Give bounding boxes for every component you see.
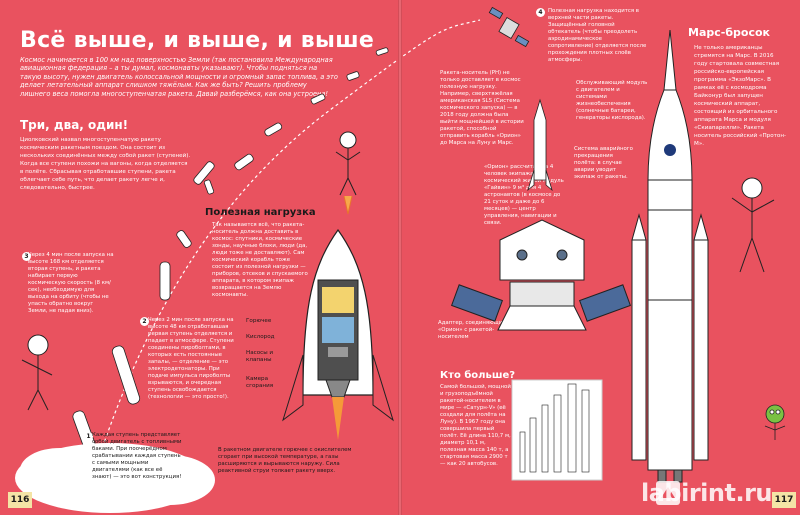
engine-caption: В ракетном двигателе горючее с окислител… xyxy=(218,447,352,474)
cutaway-rocket xyxy=(282,228,394,440)
mars-header: Марс-бросок xyxy=(688,26,770,39)
right-illustrations xyxy=(450,6,709,483)
jetpack-figure xyxy=(335,131,361,215)
book-gutter xyxy=(398,0,402,515)
label-chamber: Камера сгорания xyxy=(246,376,274,389)
satellite-icon xyxy=(488,6,530,48)
trajectory-illustration xyxy=(15,19,481,513)
intro-text: Космос начинается в 100 км над поверхнос… xyxy=(20,56,338,98)
rocket-stage-upper xyxy=(193,161,215,185)
page-title: Всё выше, и выше, и выше xyxy=(20,28,375,53)
section-title-countdown: Три, два, один! xyxy=(20,118,129,132)
escape-system-text: Система аварийного прекращения полёта: в… xyxy=(574,146,633,180)
astronaut-figure xyxy=(21,334,53,411)
who-title: Кто больше? xyxy=(440,370,516,381)
mars-stick-figure xyxy=(731,177,775,273)
small-rocket xyxy=(527,98,553,192)
step-3-badge: 3 xyxy=(22,252,31,261)
step-2-text: Через 2 мин после запуска на высоте 48 к… xyxy=(148,317,234,400)
service-module-text: Обслуживающий модуль с двигателем и сист… xyxy=(576,80,648,121)
step-1-badge: 1 xyxy=(84,432,93,441)
step-3-text: Через 4 мин после запуска на высоте 168 … xyxy=(28,252,114,314)
payload-text: Так называется всё, что ракета-носитель … xyxy=(212,222,308,298)
watermark-text: labirint.ru xyxy=(641,479,773,507)
trajectory-path xyxy=(94,19,481,471)
label-oxygen: Кислород xyxy=(246,334,275,340)
mars-text: Не только американцы стремятся на Марс. … xyxy=(694,45,786,147)
step-4-badge: 4 xyxy=(536,8,545,17)
rocket-full xyxy=(111,345,141,405)
who-text: Самой большой, мощной и грузоподъёмной р… xyxy=(440,384,511,467)
adapter-text: Адаптер, соединяющий «Орион» с ракетой-н… xyxy=(438,320,506,340)
page-number-left: 116 xyxy=(8,492,32,508)
orion-text: «Орион» рассчитан на 4 человек экипажа. … xyxy=(484,164,564,226)
label-fuel: Горючее xyxy=(246,318,272,324)
payload-top-text: Полезная нагрузка находится в верхней ча… xyxy=(548,8,647,63)
rocket-stage-mid xyxy=(159,261,171,301)
payload-title: Полезная нагрузка xyxy=(205,207,316,218)
label-pumps: Насосы и клапаны xyxy=(246,350,274,363)
orion-capsule xyxy=(450,219,632,331)
booster-text: Ракета-носитель (РН) не только доставляе… xyxy=(440,70,524,146)
page-number-right: 117 xyxy=(772,492,796,508)
step-1-text: Каждая ступень представляет собой двигат… xyxy=(92,432,182,480)
sls-rocket xyxy=(631,29,709,483)
step-2-badge: 2 xyxy=(140,317,149,326)
section-countdown-text: Циолковский назвал многоступенчатую раке… xyxy=(20,137,191,191)
alien-icon xyxy=(764,404,786,440)
size-comparison xyxy=(511,379,603,481)
watermark-logo-icon xyxy=(656,481,680,505)
